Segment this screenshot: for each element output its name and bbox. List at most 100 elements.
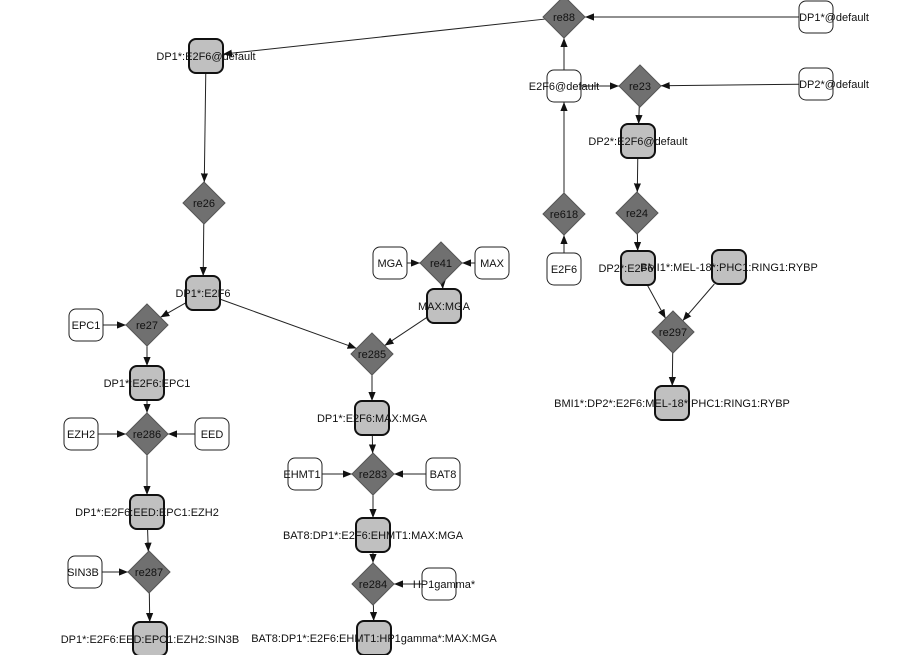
simple-node-mga[interactable]: MGA bbox=[372, 246, 408, 280]
simple-node-e2f6_default[interactable]: E2F6@default bbox=[529, 69, 600, 103]
node-label: re286 bbox=[133, 429, 161, 441]
reaction-node-re618[interactable]: re618 bbox=[542, 192, 586, 236]
reaction-node-re287[interactable]: re287 bbox=[127, 550, 171, 594]
species-box[interactable] bbox=[63, 417, 99, 451]
complex-box[interactable] bbox=[654, 385, 690, 421]
node-label: re24 bbox=[626, 208, 648, 220]
reaction-node-re284[interactable]: re284 bbox=[351, 562, 395, 606]
species-box[interactable] bbox=[798, 67, 834, 101]
node-label: re88 bbox=[553, 12, 575, 24]
simple-node-max[interactable]: MAX bbox=[474, 246, 510, 280]
species-box[interactable] bbox=[68, 308, 104, 342]
node-label: BMI1*:MEL-18*:PHC1:RING1:RYBP bbox=[640, 262, 818, 274]
reaction-diamond[interactable] bbox=[542, 0, 586, 39]
node-label: re41 bbox=[430, 258, 452, 270]
node-label: DP1*:E2F6 bbox=[175, 288, 230, 300]
edge-dp1_e2f6_default-to-re26 bbox=[200, 72, 209, 183]
complex-node-max_mga[interactable]: MAX:MGA bbox=[418, 288, 471, 324]
species-box[interactable] bbox=[474, 246, 510, 280]
node-label: BAT8:DP1*:E2F6:EHMT1:HP1gamma*:MAX:MGA bbox=[251, 633, 497, 645]
reaction-diamond[interactable] bbox=[651, 310, 695, 354]
node-label: DP2*:E2F6 bbox=[598, 263, 653, 275]
node-label: BAT8:DP1*:E2F6:EHMT1:MAX:MGA bbox=[283, 530, 464, 542]
complex-box[interactable] bbox=[129, 365, 165, 401]
complex-box[interactable] bbox=[354, 400, 390, 436]
reaction-diamond[interactable] bbox=[350, 332, 394, 376]
reaction-diamond[interactable] bbox=[351, 562, 395, 606]
complex-node-dp1_e2f6_eed_epc1_ezh2_sin3b[interactable]: DP1*:E2F6:EED:EPC1:EZH2:SIN3B bbox=[61, 621, 240, 655]
simple-node-dp2_default[interactable]: DP2*@default bbox=[798, 67, 869, 101]
simple-node-bat8[interactable]: BAT8 bbox=[425, 457, 461, 491]
simple-node-sin3b[interactable]: SIN3B bbox=[67, 555, 103, 589]
reaction-diamond[interactable] bbox=[542, 192, 586, 236]
species-box[interactable] bbox=[67, 555, 103, 589]
node-label: DP2*:E2F6@default bbox=[588, 136, 687, 148]
reaction-node-re26[interactable]: re26 bbox=[182, 181, 226, 225]
node-label: BMI1*:DP2*:E2F6:MEL-18*:PHC1:RING1:RYBP bbox=[554, 398, 790, 410]
reaction-node-re88[interactable]: re88 bbox=[542, 0, 586, 39]
node-label: EZH2 bbox=[67, 429, 95, 441]
species-box[interactable] bbox=[287, 457, 323, 491]
reaction-node-re23[interactable]: re23 bbox=[618, 64, 662, 108]
complex-node-dp1_e2f6_default[interactable]: DP1*:E2F6@default bbox=[156, 38, 256, 74]
reaction-node-re27[interactable]: re27 bbox=[125, 303, 169, 347]
complex-node-dp1_e2f6_epc1[interactable]: DP1*:E2F6:EPC1 bbox=[104, 365, 191, 401]
reaction-node-re283[interactable]: re283 bbox=[351, 452, 395, 496]
species-box[interactable] bbox=[421, 567, 457, 601]
node-label: re285 bbox=[358, 349, 386, 361]
complex-box[interactable] bbox=[188, 38, 224, 74]
simple-node-hp1gamma[interactable]: HP1gamma* bbox=[413, 567, 476, 601]
species-box[interactable] bbox=[372, 246, 408, 280]
node-label: MGA bbox=[377, 258, 403, 270]
node-label: re284 bbox=[359, 579, 387, 591]
edge-dp1_e2f6-to-re285 bbox=[219, 298, 357, 349]
reaction-diamond[interactable] bbox=[351, 452, 395, 496]
complex-node-mel18_complex[interactable]: BMI1*:MEL-18*:PHC1:RING1:RYBP bbox=[640, 249, 818, 285]
complex-node-dp2_e2f6_default[interactable]: DP2*:E2F6@default bbox=[588, 123, 688, 159]
simple-node-ezh2[interactable]: EZH2 bbox=[63, 417, 99, 451]
reaction-diamond[interactable] bbox=[125, 412, 169, 456]
simple-node-eed[interactable]: EED bbox=[194, 417, 230, 451]
complex-box[interactable] bbox=[185, 275, 221, 311]
reaction-diamond[interactable] bbox=[182, 181, 226, 225]
node-label: E2F6 bbox=[551, 264, 577, 276]
node-label: SIN3B bbox=[67, 567, 99, 579]
complex-node-bmi1_full[interactable]: BMI1*:DP2*:E2F6:MEL-18*:PHC1:RING1:RYBP bbox=[554, 385, 790, 421]
complex-box[interactable] bbox=[129, 494, 165, 530]
species-box[interactable] bbox=[798, 0, 834, 34]
complex-node-dp2_e2f6[interactable]: DP2*:E2F6 bbox=[598, 250, 656, 286]
simple-node-dp1_default[interactable]: DP1*@default bbox=[798, 0, 869, 34]
reaction-node-re24[interactable]: re24 bbox=[615, 191, 659, 235]
reaction-diamond[interactable] bbox=[125, 303, 169, 347]
species-box[interactable] bbox=[194, 417, 230, 451]
simple-node-e2f6[interactable]: E2F6 bbox=[546, 252, 582, 286]
reaction-node-re286[interactable]: re286 bbox=[125, 412, 169, 456]
species-box[interactable] bbox=[546, 252, 582, 286]
node-label: DP1*:E2F6:EED:EPC1:EZH2:SIN3B bbox=[61, 634, 240, 646]
reaction-node-re297[interactable]: re297 bbox=[651, 310, 695, 354]
reaction-diamond[interactable] bbox=[419, 241, 463, 285]
complex-box[interactable] bbox=[620, 250, 656, 286]
complex-box[interactable] bbox=[355, 517, 391, 553]
complex-node-dp1_e2f6_eed_epc1_ezh2[interactable]: DP1*:E2F6:EED:EPC1:EZH2 bbox=[75, 494, 219, 530]
reaction-node-re41[interactable]: re41 bbox=[419, 241, 463, 285]
species-box[interactable] bbox=[425, 457, 461, 491]
complex-node-dp1_e2f6_max_mga[interactable]: DP1*:E2F6:MAX:MGA bbox=[317, 400, 428, 436]
complex-box[interactable] bbox=[356, 620, 392, 655]
complex-box[interactable] bbox=[620, 123, 656, 159]
node-label: DP1*@default bbox=[799, 12, 869, 24]
species-box[interactable] bbox=[546, 69, 582, 103]
reaction-diamond[interactable] bbox=[127, 550, 171, 594]
complex-box[interactable] bbox=[132, 621, 168, 655]
complex-node-dp1_e2f6[interactable]: DP1*:E2F6 bbox=[175, 275, 231, 311]
complex-box[interactable] bbox=[711, 249, 747, 285]
complex-node-bat8_hp1_complex[interactable]: BAT8:DP1*:E2F6:EHMT1:HP1gamma*:MAX:MGA bbox=[251, 620, 497, 655]
reaction-diamond[interactable] bbox=[618, 64, 662, 108]
simple-node-epc1[interactable]: EPC1 bbox=[68, 308, 104, 342]
reaction-diamond[interactable] bbox=[615, 191, 659, 235]
complex-box[interactable] bbox=[426, 288, 462, 324]
complex-node-bat8_complex[interactable]: BAT8:DP1*:E2F6:EHMT1:MAX:MGA bbox=[283, 517, 464, 553]
reaction-node-re285[interactable]: re285 bbox=[350, 332, 394, 376]
simple-node-ehmt1[interactable]: EHMT1 bbox=[283, 457, 323, 491]
